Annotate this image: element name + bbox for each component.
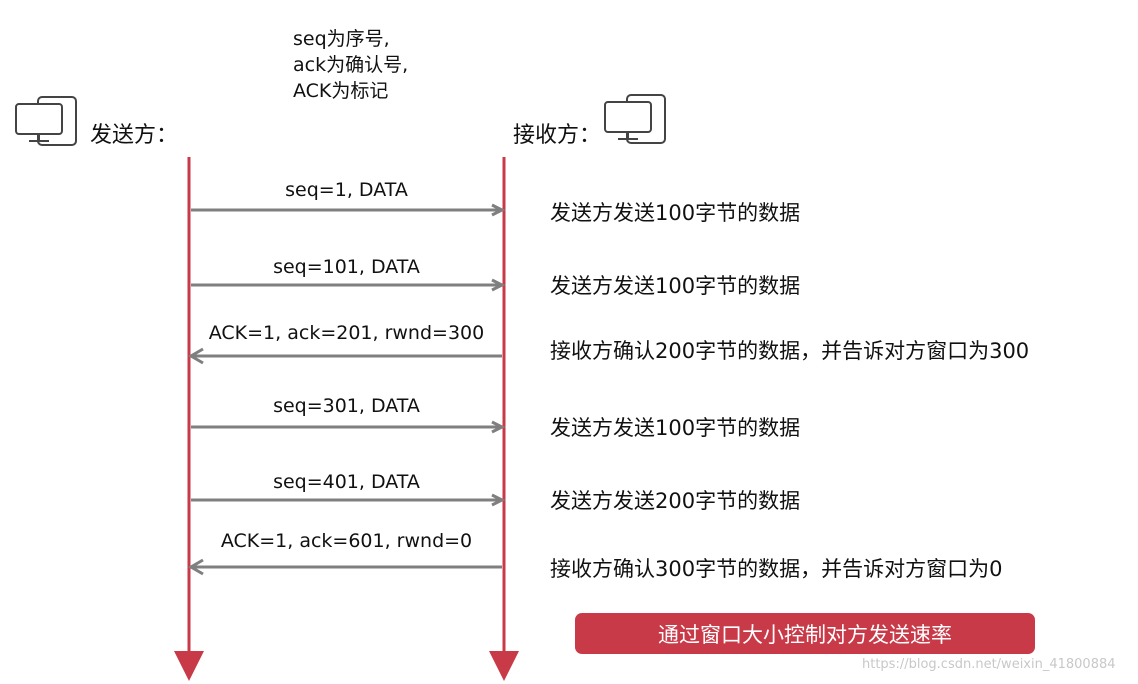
legend-seq: seq为序号, <box>293 28 390 50</box>
legend: seq为序号, ack为确认号, ACK为标记 <box>293 26 408 104</box>
receiver-label: 接收方： <box>513 123 602 148</box>
arrowhead-icon <box>491 278 506 292</box>
message-label: ACK=1, ack=601, rwnd=0 <box>220 530 473 552</box>
message-description: 发送方发送100字节的数据 <box>550 416 801 440</box>
sender-label: 发送方： <box>90 123 179 148</box>
message-description: 接收方确认200字节的数据，并告诉对方窗口为300 <box>550 339 1030 363</box>
message-label: seq=301, DATA <box>273 395 420 417</box>
arrowhead-icon <box>491 203 506 217</box>
legend-ack: ack为确认号, <box>293 54 409 76</box>
arrowhead-icon <box>188 558 204 576</box>
message-description: 发送方发送100字节的数据 <box>550 201 801 225</box>
watermark: https://blog.csdn.net/weixin_41800884 <box>862 657 1116 672</box>
receiver-computer-icon <box>604 94 666 144</box>
message-label: seq=1, DATA <box>285 179 408 201</box>
message-description: 发送方发送200字节的数据 <box>550 489 801 513</box>
rate-control-banner: 通过窗口大小控制对方发送速率 <box>575 613 1035 654</box>
message-description: 接收方确认300字节的数据，并告诉对方窗口为0 <box>550 557 1003 581</box>
arrowhead-icon <box>188 347 204 365</box>
message-description: 发送方发送100字节的数据 <box>550 274 801 298</box>
arrowhead-icon <box>491 420 506 434</box>
sender-computer-icon <box>15 96 77 146</box>
legend-ack-flag: ACK为标记 <box>293 80 389 102</box>
message-label: seq=401, DATA <box>273 471 420 493</box>
arrowhead-icon <box>491 493 506 507</box>
message-label: ACK=1, ack=201, rwnd=300 <box>208 322 485 344</box>
message-label: seq=101, DATA <box>273 256 420 278</box>
